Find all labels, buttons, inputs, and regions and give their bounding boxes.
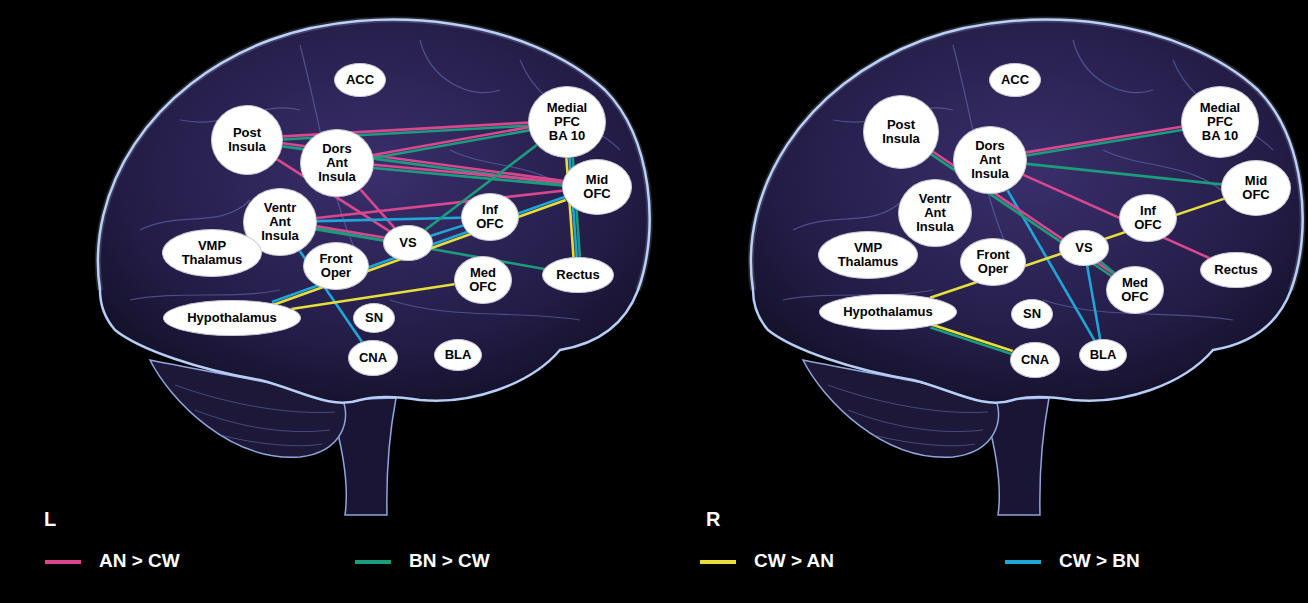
region-node: Rectus bbox=[1200, 252, 1272, 288]
region-label: ACC bbox=[1001, 73, 1029, 87]
region-node: CNA bbox=[1010, 342, 1060, 378]
region-label: Ventr Ant Insula bbox=[258, 201, 302, 244]
legend-swatch bbox=[45, 560, 81, 564]
region-node: Medial PFC BA 10 bbox=[1181, 86, 1259, 158]
region-node: VS bbox=[383, 225, 433, 261]
region-node: Med OFC bbox=[1106, 266, 1164, 315]
connectivity-line bbox=[1087, 266, 1100, 339]
region-node: VS bbox=[1059, 230, 1109, 266]
region-label: Mid OFC bbox=[1239, 174, 1273, 203]
region-node: Med OFC bbox=[454, 256, 512, 305]
region-label: Inf OFC bbox=[473, 203, 507, 232]
region-label: Post Insula bbox=[879, 118, 923, 147]
connectivity-line bbox=[431, 226, 463, 236]
region-label: SN bbox=[1023, 307, 1041, 321]
region-node: Rectus bbox=[542, 257, 614, 293]
region-label: Mid OFC bbox=[580, 173, 614, 202]
region-node: Ventr Ant Insula bbox=[898, 179, 972, 248]
region-node: Hypothalamus bbox=[819, 294, 956, 330]
region-label: Rectus bbox=[1214, 263, 1257, 277]
region-label: CNA bbox=[1021, 353, 1049, 367]
connectivity-line bbox=[1023, 175, 1209, 258]
connectivity-line bbox=[373, 127, 528, 155]
region-label: SN bbox=[365, 311, 383, 325]
region-node: SN bbox=[1011, 299, 1053, 329]
region-node: Inf OFC bbox=[461, 193, 519, 242]
region-node: Medial PFC BA 10 bbox=[528, 86, 606, 158]
legend-swatch bbox=[1005, 560, 1041, 564]
region-node: Hypothalamus bbox=[163, 300, 300, 336]
brain-right bbox=[751, 20, 1303, 515]
region-node: Inf OFC bbox=[1119, 194, 1177, 243]
region-label: Rectus bbox=[556, 268, 599, 282]
region-node: Mid OFC bbox=[1221, 160, 1291, 216]
region-label: BLA bbox=[445, 348, 472, 362]
region-label: Medial PFC BA 10 bbox=[1197, 101, 1243, 144]
region-label: Med OFC bbox=[466, 266, 500, 295]
legend-text: CW > AN bbox=[754, 550, 834, 572]
region-node: Dors Ant Insula bbox=[300, 129, 374, 198]
region-node: SN bbox=[353, 303, 395, 333]
region-label: Front Oper bbox=[316, 252, 356, 281]
region-label: VS bbox=[1075, 241, 1092, 255]
connectivity-line bbox=[1027, 164, 1222, 184]
region-label: Med OFC bbox=[1118, 276, 1152, 305]
region-node: Post Insula bbox=[211, 105, 283, 175]
region-label: Post Insula bbox=[225, 126, 269, 155]
legend-text: BN > CW bbox=[409, 550, 490, 572]
region-node: Front Oper bbox=[303, 242, 370, 291]
brain-left bbox=[98, 20, 650, 515]
connectivity-line bbox=[931, 325, 1012, 352]
region-label: CNA bbox=[359, 351, 387, 365]
hemisphere-label: R bbox=[706, 508, 720, 531]
region-node: BLA bbox=[1079, 339, 1127, 371]
region-node: Mid OFC bbox=[562, 159, 632, 215]
region-node: Front Oper bbox=[960, 238, 1027, 287]
connectivity-line bbox=[1100, 262, 1114, 273]
connectivity-line bbox=[374, 165, 562, 182]
region-label: VMP Thalamus bbox=[180, 239, 244, 268]
region-label: Hypothalamus bbox=[843, 305, 933, 319]
region-label: Ventr Ant Insula bbox=[913, 192, 957, 235]
connectivity-line bbox=[1026, 127, 1181, 153]
connectivity-line bbox=[930, 199, 1224, 298]
legend-swatch bbox=[700, 560, 736, 564]
connectivity-line bbox=[374, 168, 562, 185]
region-label: VMP Thalamus bbox=[836, 241, 900, 270]
connectivity-line bbox=[1027, 130, 1182, 156]
legend-text: AN > CW bbox=[99, 550, 180, 572]
legend-swatch bbox=[355, 560, 391, 564]
region-label: VS bbox=[399, 236, 416, 250]
region-label: Inf OFC bbox=[1131, 204, 1165, 233]
region-label: Dors Ant Insula bbox=[968, 139, 1012, 182]
connectivity-line bbox=[374, 130, 529, 158]
region-label: Hypothalamus bbox=[187, 311, 277, 325]
region-label: ACC bbox=[346, 73, 374, 87]
hemisphere-label: L bbox=[44, 508, 56, 531]
connectivity-line bbox=[930, 328, 1011, 355]
region-node: ACC bbox=[989, 63, 1041, 97]
region-label: Front Oper bbox=[973, 248, 1013, 277]
region-node: ACC bbox=[334, 63, 386, 97]
legend-text: CW > BN bbox=[1059, 550, 1140, 572]
region-node: BLA bbox=[434, 339, 482, 371]
region-label: Medial PFC BA 10 bbox=[544, 101, 590, 144]
region-label: Dors Ant Insula bbox=[315, 142, 359, 185]
region-label: BLA bbox=[1090, 348, 1117, 362]
region-node: CNA bbox=[348, 340, 398, 376]
region-node: Dors Ant Insula bbox=[953, 126, 1027, 195]
region-node: VMP Thalamus bbox=[818, 231, 919, 280]
region-node: Post Insula bbox=[863, 95, 939, 169]
region-node: VMP Thalamus bbox=[162, 229, 263, 278]
